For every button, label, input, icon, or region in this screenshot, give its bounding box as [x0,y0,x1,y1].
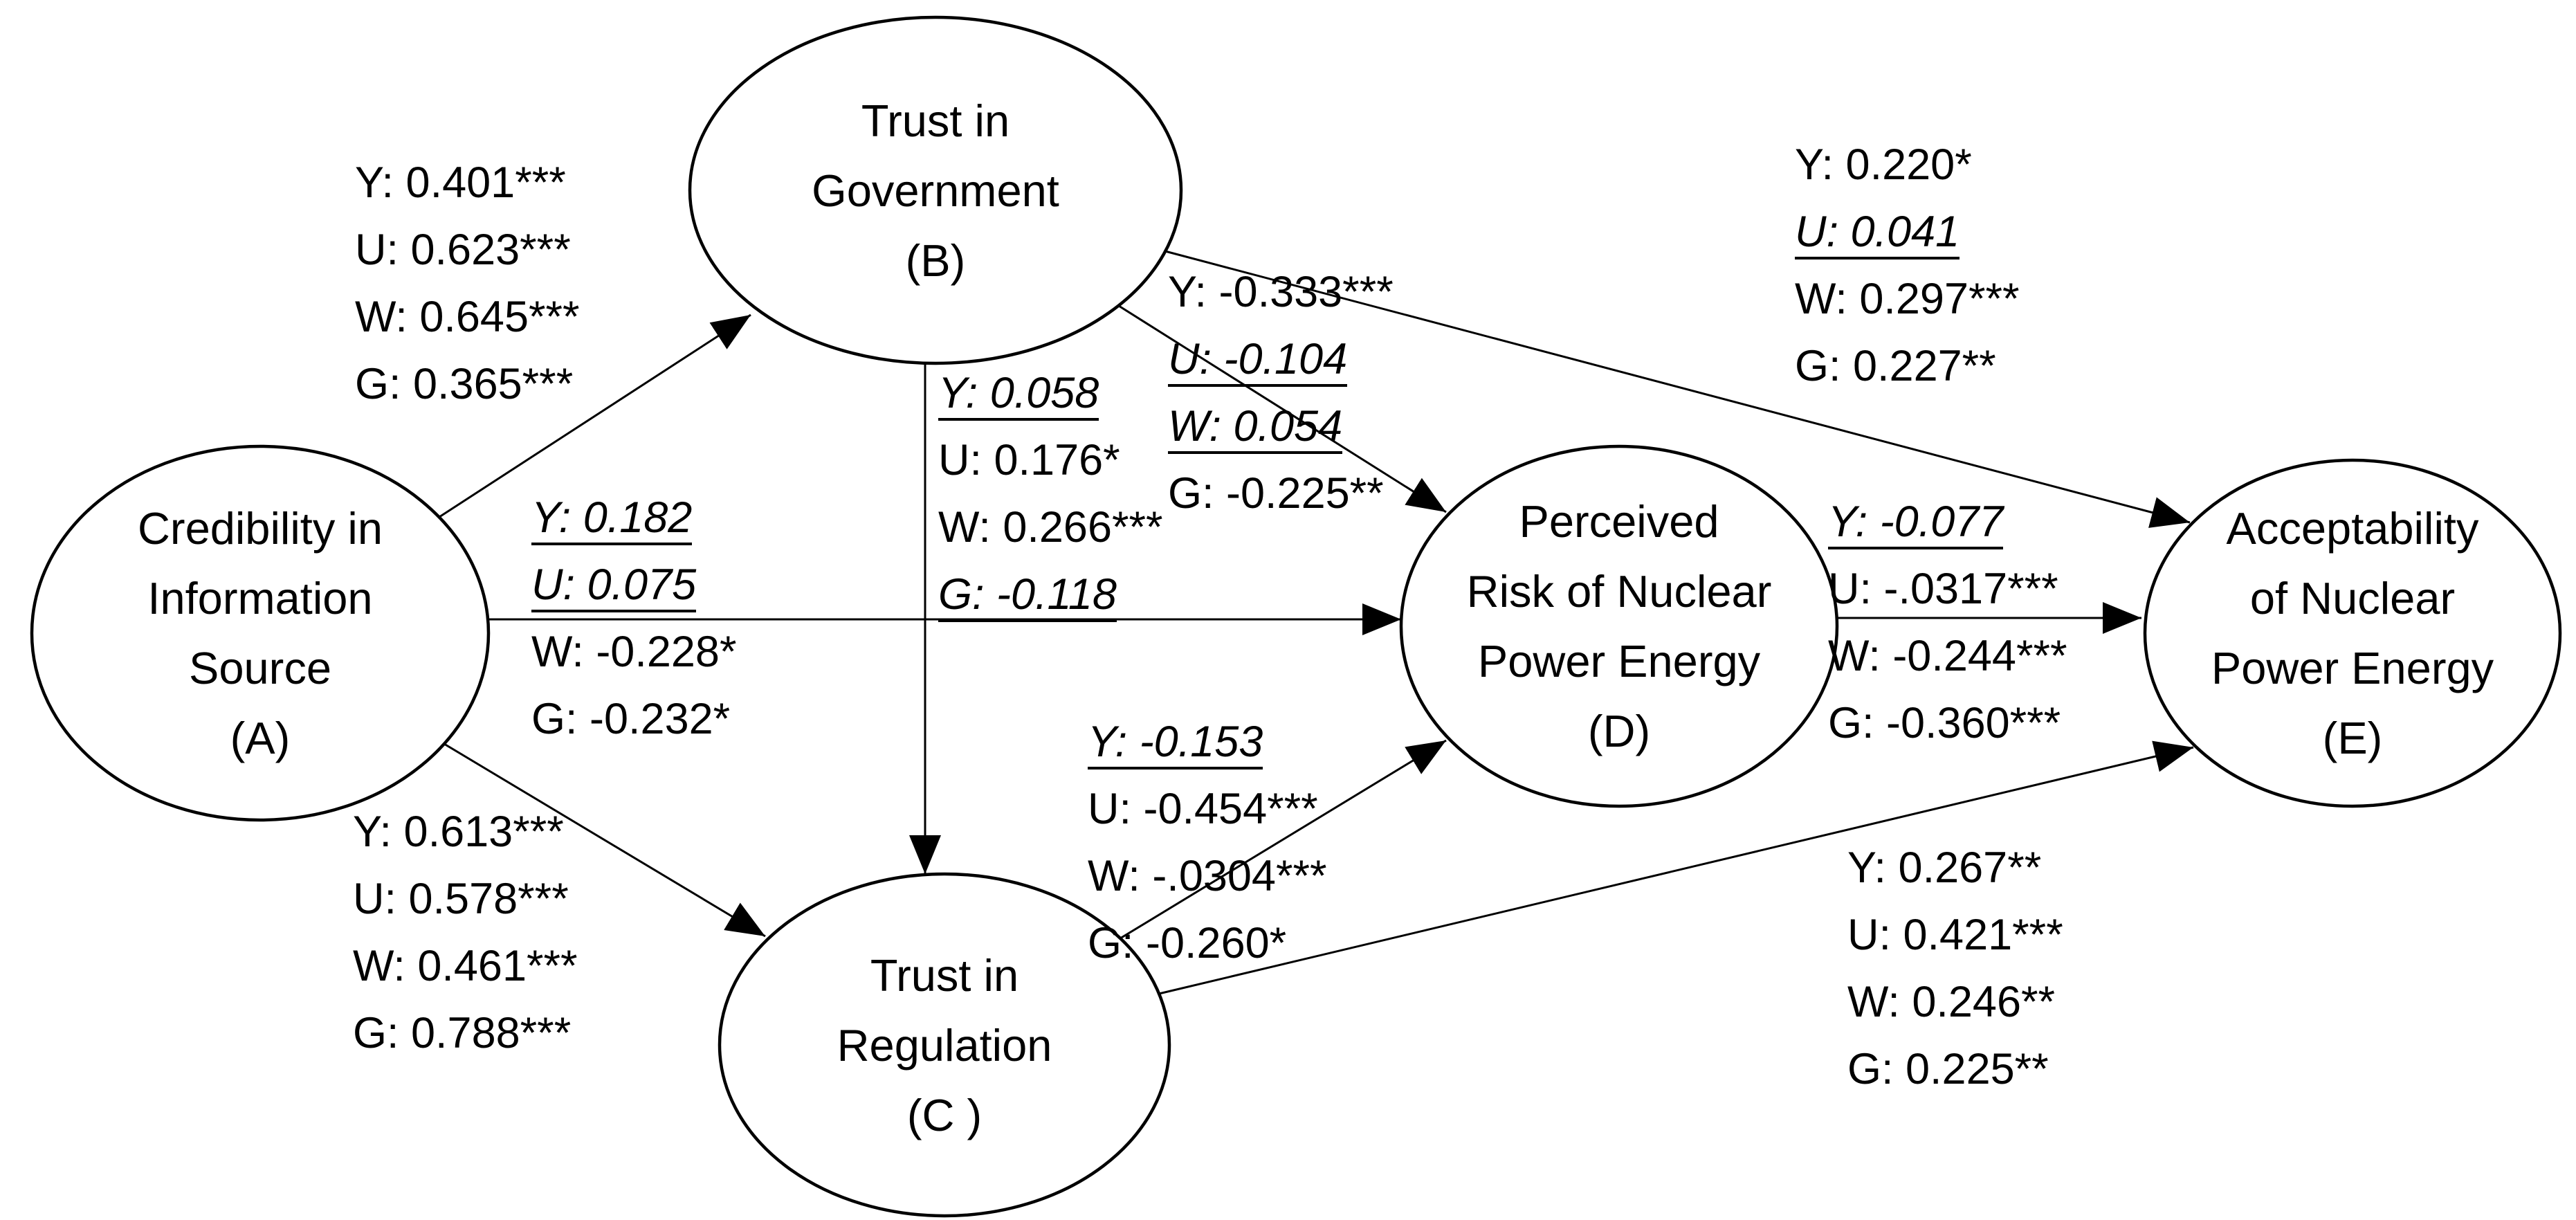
edge-label-d-to-e: Y: -0.077 U: -.0317*** W: -0.244*** G: -… [1828,497,2067,765]
coefficient: U: 0.041 [1795,208,1960,260]
edge-label-b-to-d: Y: -0.333*** U: -0.104 W: 0.054 G: -0.22… [1168,267,1394,536]
coefficient: Y: 0.058 [938,370,1099,421]
coefficient: U: 0.623*** [355,226,571,274]
coefficient: W: 0.246** [1847,978,2056,1026]
edge-label-c-to-d: Y: -0.153 U: -0.454*** W: -.0304*** G: -… [1088,717,1327,985]
coefficient: U: 0.578*** [353,875,569,923]
coefficient: Y: -0.153 [1088,718,1263,770]
node-ellipse-a [30,444,491,822]
edge-label-b-to-e: Y: 0.220* U: 0.041 W: 0.297*** G: 0.227*… [1795,140,2020,408]
coefficient: W: -0.228* [531,628,737,676]
coefficient: W: 0.297*** [1795,275,2020,323]
edge-label-c-to-e: Y: 0.267** U: 0.421*** W: 0.246** G: 0.2… [1847,843,2063,1111]
coefficient: Y: -0.333*** [1168,268,1394,316]
edge-label-b-to-c: Y: 0.058 U: 0.176* W: 0.266*** G: -0.118 [938,368,1163,637]
arrow-a-to-c [444,743,766,938]
coefficient: U: 0.421*** [1847,911,2063,959]
arrow-b-to-d [1118,304,1447,513]
coefficient: G: -0.118 [938,571,1117,623]
coefficient: G: 0.225** [1847,1045,2049,1093]
coefficient: G: 0.788*** [353,1009,572,1057]
coefficient: U: -0.104 [1168,336,1348,388]
coefficient: Y: 0.613*** [353,808,564,856]
edge-label-a-to-d: Y: 0.182 U: 0.075 W: -0.228* G: -0.232* [531,493,736,761]
node-ellipse-e [2143,458,2562,808]
coefficient: W: 0.461*** [353,942,578,990]
edge-label-a-to-c: Y: 0.613*** U: 0.578*** W: 0.461*** G: 0… [353,807,578,1075]
edge-label-a-to-b: Y: 0.401*** U: 0.623*** W: 0.645*** G: 0… [355,158,580,426]
coefficient: W: -0.244*** [1828,632,2067,680]
coefficient: G: -0.360*** [1828,699,2061,747]
coefficient: U: 0.075 [531,561,697,613]
coefficient: Y: 0.182 [531,494,693,546]
coefficient: Y: 0.401*** [355,158,566,207]
coefficient: U: -.0317*** [1828,565,2058,613]
node-ellipse-d [1399,444,1839,808]
coefficient: G: -0.232* [531,695,731,743]
coefficient: W: 0.645*** [355,293,580,341]
coefficient: G: 0.227** [1795,342,1996,390]
arrow-c-to-d [1120,739,1447,940]
coefficient: W: 0.266*** [938,503,1163,552]
coefficient: Y: -0.077 [1828,498,2004,550]
coefficient: G: 0.365*** [355,360,574,408]
coefficient: G: -0.260* [1088,919,1287,967]
node-ellipse-c [718,872,1171,1218]
node-ellipse-b [688,15,1183,365]
coefficient: Y: 0.220* [1795,140,1972,189]
coefficient: Y: 0.267** [1847,844,2042,892]
coefficient: U: 0.176* [938,436,1120,484]
coefficient: G: -0.225** [1168,469,1384,518]
arrow-b-to-e [1164,250,2191,528]
coefficient: U: -0.454*** [1088,785,1318,833]
coefficient: W: 0.054 [1168,403,1343,455]
arrow-c-to-e [1158,740,2194,995]
arrow-a-to-b [439,313,751,518]
coefficient: W: -.0304*** [1088,852,1327,900]
